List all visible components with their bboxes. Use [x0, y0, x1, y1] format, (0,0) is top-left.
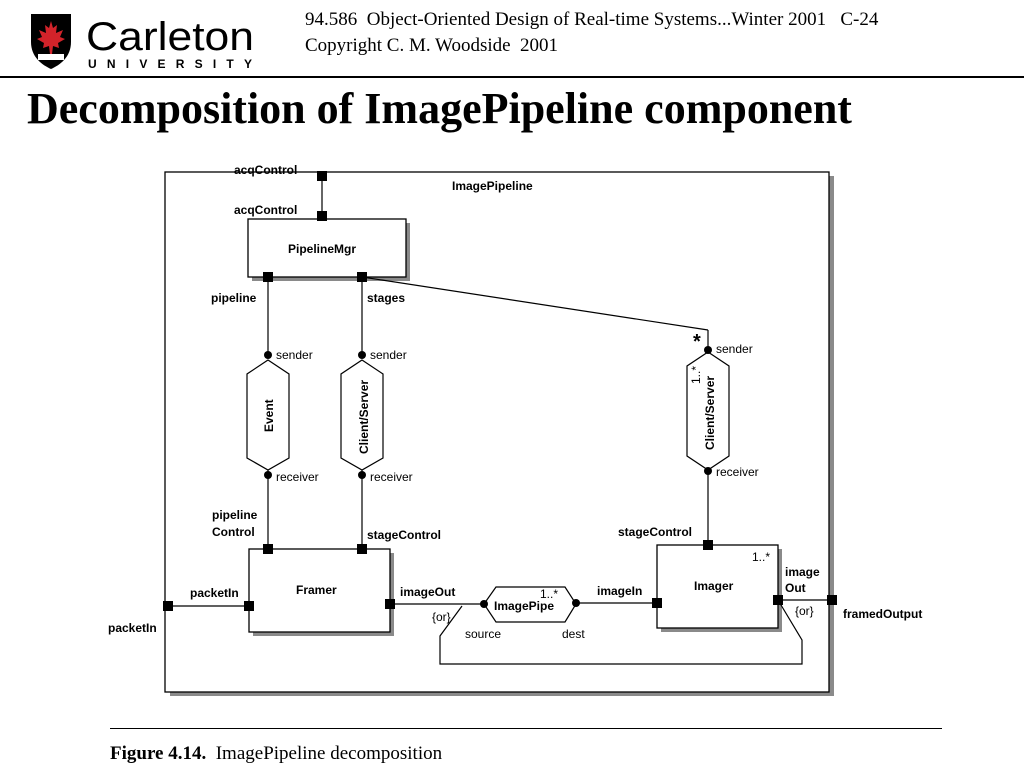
figure-text: ImagePipeline decomposition	[215, 743, 443, 764]
course-line: 94.586 Object-Oriented Design of Real-ti…	[305, 9, 879, 30]
sender-label-1: sender	[276, 348, 313, 362]
ports	[163, 171, 837, 611]
cs-protocol-2-mult: 1..*	[689, 366, 703, 384]
port-outer-packetin	[163, 601, 173, 611]
imager-stage-label: stageControl	[618, 525, 692, 539]
event-protocol-name: Event	[262, 399, 276, 432]
port-framer-stage	[357, 544, 367, 554]
port-mgr-stages	[357, 272, 367, 282]
receiver-label-1: receiver	[276, 470, 319, 484]
port-imager-imageout	[773, 595, 783, 605]
port-outer-acq	[317, 171, 327, 181]
framer-pipeline-label-2: Control	[212, 525, 255, 539]
connectors	[168, 176, 832, 665]
outer-acq-label: acqControl	[234, 163, 297, 177]
role-receiver-1	[264, 471, 272, 479]
port-framer-imageout	[385, 599, 395, 609]
event-protocol-shape	[246, 359, 290, 471]
mgr-name: PipelineMgr	[288, 242, 356, 256]
mgr-acq-label: acqControl	[234, 203, 297, 217]
mgr-stages-label: stages	[367, 291, 405, 305]
cs-protocol-1-name: Client/Server	[357, 380, 371, 454]
framer-imageout-label: imageOut	[400, 585, 455, 599]
imagepipe-mult: 1..*	[540, 587, 558, 601]
sender-label-3: sender	[716, 342, 753, 356]
dest-label: dest	[562, 627, 585, 641]
framer-pipeline-label-1: pipeline	[212, 508, 258, 522]
header-rule	[0, 76, 1024, 78]
port-framer-packetin	[244, 601, 254, 611]
imager-name: Imager	[694, 579, 734, 593]
imager-imageout-label-1: image	[785, 565, 820, 579]
role-sender-1	[264, 351, 272, 359]
imager-box	[656, 544, 779, 629]
cs-protocol-2-name: Client/Server	[703, 376, 717, 450]
imager-mult: 1..*	[752, 550, 770, 564]
mgr-pipeline-label: pipeline	[211, 291, 257, 305]
framer-packetin-label: packetIn	[190, 586, 239, 600]
framer-box	[248, 548, 391, 633]
imager-imagein-label: imageIn	[597, 584, 642, 598]
outer-framed-label: framedOutput	[843, 607, 922, 621]
imager-imageout-label-2: Out	[785, 581, 806, 595]
figure-number: Figure 4.14.	[110, 743, 207, 764]
capsule-name: ImagePipeline	[452, 179, 533, 193]
logo-name: Carleton	[86, 15, 254, 59]
imagepipe-or: {or}	[432, 610, 451, 624]
framer-stage-label: stageControl	[367, 528, 441, 542]
carleton-logo: Carleton UNIVERSITY	[31, 14, 254, 70]
receiver-label-3: receiver	[716, 465, 759, 479]
port-mgr-acq	[317, 211, 327, 221]
role-sender-2	[358, 351, 366, 359]
imager-or: {or}	[795, 604, 814, 618]
caption-rule	[110, 728, 942, 729]
book-icon	[38, 54, 64, 60]
imagepipe-name: ImagePipe	[494, 599, 554, 613]
role-sender-3	[704, 346, 712, 354]
copyright-line: Copyright C. M. Woodside 2001	[305, 35, 559, 56]
sender-multiplicity-star: *	[693, 331, 701, 353]
connector-loop	[439, 599, 803, 665]
sender-label-2: sender	[370, 348, 407, 362]
port-mgr-pipeline	[263, 272, 273, 282]
port-imager-imagein	[652, 598, 662, 608]
role-source	[480, 600, 488, 608]
role-receiver-2	[358, 471, 366, 479]
framer-name: Framer	[296, 583, 337, 597]
figure-caption: Figure 4.14. ImagePipeline decomposition	[110, 743, 442, 765]
role-receiver-3	[704, 467, 712, 475]
maple-leaf-icon	[37, 21, 65, 54]
role-dest	[572, 599, 580, 607]
receiver-label-2: receiver	[370, 470, 413, 484]
slide-title: Decomposition of ImagePipeline component	[27, 84, 852, 133]
cs-protocol-1-shape	[340, 359, 384, 471]
connector-stages-imager	[361, 276, 709, 331]
source-label: source	[465, 627, 501, 641]
port-outer-framed	[827, 595, 837, 605]
port-imager-stage	[703, 540, 713, 550]
outer-packetin-label: packetIn	[108, 621, 157, 635]
port-framer-pipeline	[263, 544, 273, 554]
